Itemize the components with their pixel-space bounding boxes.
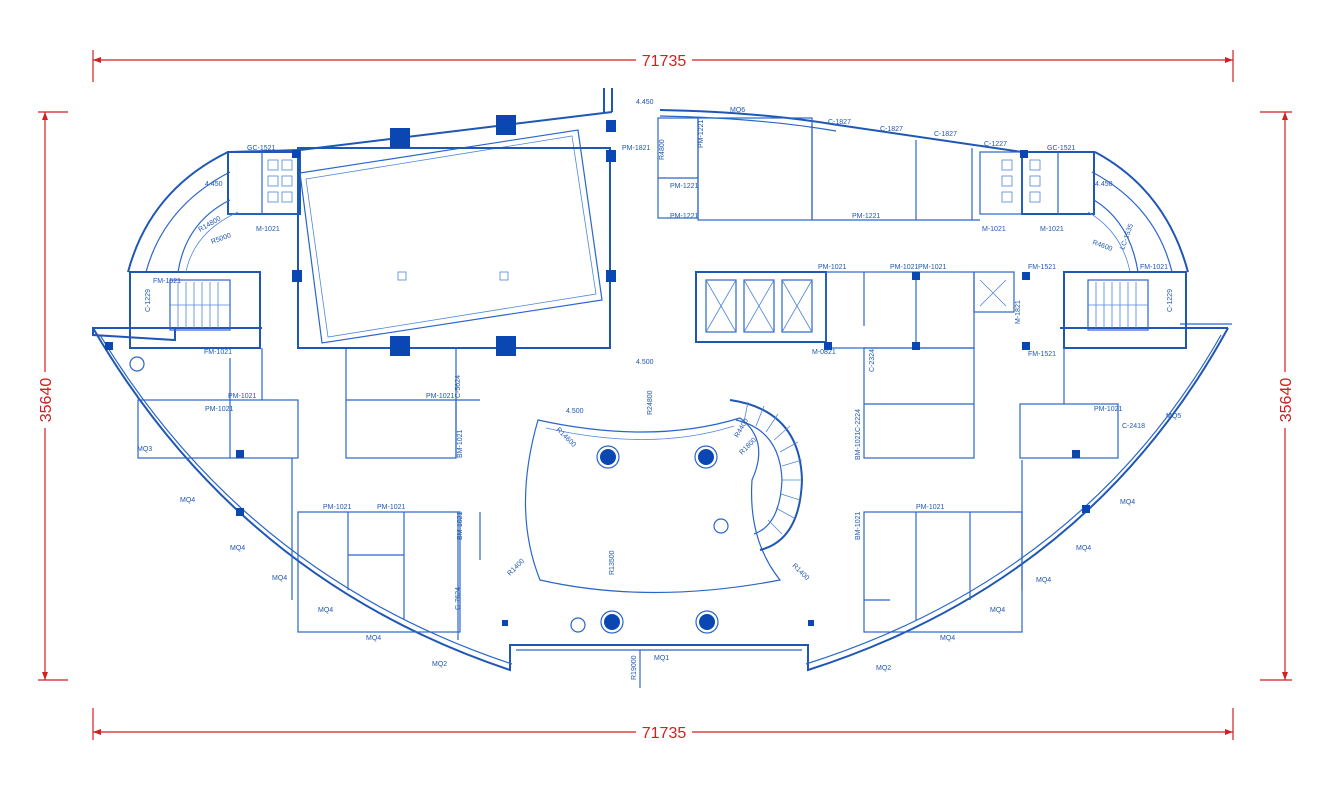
label-pm1221-a: PM-1221	[670, 183, 699, 190]
label-r4400: R4400	[734, 418, 750, 439]
label-mq6: MQ6	[730, 107, 745, 114]
label-mq4-1: MQ4	[180, 497, 195, 504]
label-r4800: R4800	[659, 139, 666, 160]
level-top: 4.450	[636, 99, 654, 106]
label-mq4-6: MQ4	[940, 635, 955, 642]
label-c1827-c: C-1827	[934, 131, 957, 138]
label-r1400-right: R1400	[791, 562, 811, 582]
label-m1021-r2: M-1021	[1040, 226, 1064, 233]
label-fm1521-r1: FM-1521	[1028, 264, 1056, 271]
upper-right-offices	[657, 117, 1139, 273]
label-r24800: R24800	[647, 390, 654, 415]
label-c2324: C-2324	[869, 349, 876, 372]
label-pm1021-7: PM-1021	[323, 504, 352, 511]
label-r4600: R4600	[1091, 239, 1113, 253]
label-mq3: MQ3	[137, 446, 152, 453]
label-r5000: R5000	[210, 232, 232, 246]
label-c1229-r: C-1229	[1167, 289, 1174, 312]
label-m1821: M-1821	[1015, 300, 1022, 324]
level-left-wing: 4.450	[205, 181, 223, 188]
label-c1227: C-1227	[984, 141, 1007, 148]
label-fm1521-r2: FM-1521	[1028, 351, 1056, 358]
level-right-wing: 4.450	[1095, 181, 1113, 188]
label-m1021-l: M-1021	[256, 226, 280, 233]
label-m0821: M-0821	[812, 349, 836, 356]
label-bm1021-1: BM-1021	[457, 429, 464, 458]
label-r14800: R14800	[198, 215, 223, 233]
dimension-top-width: 71735	[642, 53, 687, 70]
label-mq1: MQ1	[654, 655, 669, 662]
dimension-bottom-width: 71735	[642, 725, 687, 742]
level-atrium: 4.500	[566, 408, 584, 415]
label-mq2-right: MQ2	[876, 665, 891, 672]
dimension-right-height: 35640	[1278, 378, 1295, 423]
label-gc-right: GC-1521	[1047, 145, 1076, 152]
label-pm1021-8: PM-1021	[377, 504, 406, 511]
label-bm1021-4: BM-1021	[855, 511, 862, 540]
label-fm1021-l: FM-1021	[204, 349, 232, 356]
label-pm1021-4: PM-1021	[228, 393, 257, 400]
label-c2418: C-2418	[1122, 423, 1145, 430]
label-pm1021-6: PM-1021	[426, 393, 455, 400]
elevator-core	[695, 271, 1187, 349]
label-c1229-l: C-1229	[145, 289, 152, 312]
label-pm1221-d: PM-1221	[698, 119, 705, 148]
label-mq4-5: MQ4	[366, 635, 381, 642]
label-mq4-10: MQ4	[1120, 499, 1135, 506]
label-pm1021-9: PM-1021	[916, 504, 945, 511]
label-mq4-9: MQ4	[1076, 545, 1091, 552]
label-pm1021-1: PM-1021	[818, 264, 847, 271]
label-fm1021-r: FM-1021	[1140, 264, 1168, 271]
dimension-lines: 71735 71735 35640 35640	[36, 50, 1295, 742]
label-pm1221-c: PM-1221	[852, 213, 881, 220]
label-c1827-a: C-1827	[828, 119, 851, 126]
label-fm1521-l: FM-1521	[153, 278, 181, 285]
label-bm1021-2: BM-1021	[457, 511, 464, 540]
label-r14600: R14600	[555, 426, 577, 448]
label-c7624: C-7624	[455, 587, 462, 610]
atrium	[129, 356, 804, 634]
label-r13500: R13500	[609, 550, 616, 575]
level-center: 4.500	[636, 359, 654, 366]
label-mq4-3: MQ4	[272, 575, 287, 582]
label-r1400-left: R1400	[506, 558, 526, 578]
label-pm1821: PM-1821	[622, 145, 651, 152]
label-pm1021-10: PM-1021	[1094, 406, 1123, 413]
left-wing	[129, 151, 481, 640]
label-pm1021-5: PM-1021	[205, 406, 234, 413]
label-r19000: R19000	[631, 655, 638, 680]
label-c5624: C-5624	[455, 375, 462, 398]
label-mq2-left: MQ2	[432, 661, 447, 668]
label-pm1021-3: PM-1021	[918, 264, 947, 271]
label-mq4-4: MQ4	[318, 607, 333, 614]
label-bm1021-3: BM-1021	[855, 431, 862, 460]
dimension-left-height: 35640	[38, 378, 55, 423]
label-c2224: C-2224	[855, 409, 862, 432]
right-lower-offices	[863, 347, 1119, 633]
label-pm1221-b: PM-1221	[670, 213, 699, 220]
columns	[105, 150, 1090, 626]
central-hall	[292, 115, 616, 356]
label-mq4-7: MQ4	[990, 607, 1005, 614]
label-c1827-b: C-1827	[880, 126, 903, 133]
label-m1021-r1: M-1021	[982, 226, 1006, 233]
label-pm1021-2: PM-1021	[890, 264, 919, 271]
label-gc-left: GC-1521	[247, 145, 276, 152]
label-mq5: MQ5	[1166, 413, 1181, 420]
label-mq4-8: MQ4	[1036, 577, 1051, 584]
label-mq4-2: MQ4	[230, 545, 245, 552]
label-r1800: R1800	[738, 437, 758, 457]
